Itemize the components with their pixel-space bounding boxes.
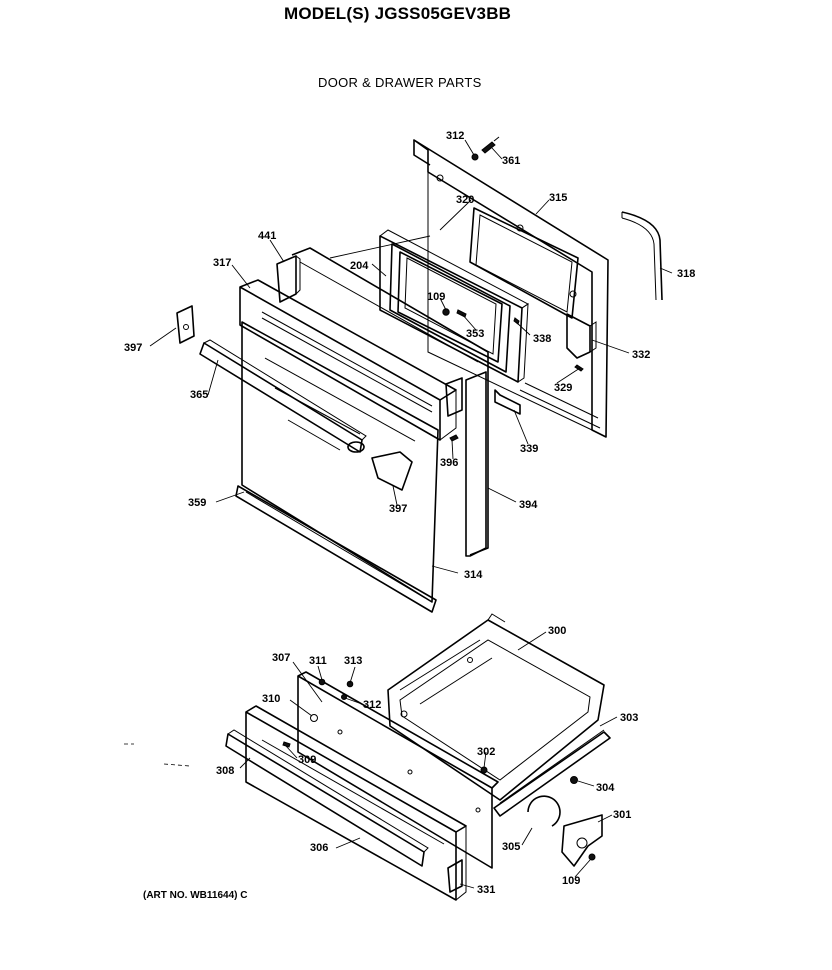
door-trim-441 (276, 255, 301, 303)
model-title: MODEL(S) JGSS05GEV3BB (284, 4, 512, 23)
screw-109-door (442, 308, 450, 316)
callout-312: 312 (363, 699, 381, 711)
callout-353: 353 (466, 328, 484, 340)
callout-332: 332 (632, 349, 650, 361)
callout-317: 317 (213, 257, 231, 269)
callout-311: 311 (309, 655, 327, 667)
door-channel-394 (465, 371, 487, 557)
callout-307: 307 (272, 652, 290, 664)
drawer-handle-308 (225, 729, 429, 867)
door-handle-365 (199, 339, 367, 453)
screw-304 (570, 776, 578, 784)
oven-window-320 (397, 251, 503, 363)
callout-312: 312 (446, 130, 464, 142)
door-bracket (445, 377, 463, 417)
drawer-rail-303 (493, 729, 611, 817)
callout-300: 300 (548, 625, 566, 637)
clip-338 (513, 317, 520, 325)
drawer-roller-305 (527, 795, 561, 827)
screw-313 (346, 680, 354, 688)
spacer-310 (310, 714, 318, 722)
callout-396: 396 (440, 457, 458, 469)
callout-310: 310 (262, 693, 280, 705)
callout-320: 320 (456, 194, 474, 206)
callout-329: 329 (554, 382, 572, 394)
callout-315: 315 (549, 192, 567, 204)
callout-301: 301 (613, 809, 631, 821)
door-gasket-318 (621, 211, 663, 301)
callout-304: 304 (596, 782, 615, 794)
door-frame-317 (239, 279, 457, 441)
handle-cap-397-left (176, 305, 195, 344)
callout-338: 338 (533, 333, 551, 345)
callout-labels: 312 361 315 320 441 204 317 318 109 353 … (124, 130, 695, 896)
callout-308: 308 (216, 765, 234, 777)
callout-359: 359 (188, 497, 206, 509)
callout-314: 314 (464, 569, 483, 581)
drawer-pan-300 (387, 613, 605, 801)
callout-302: 302 (477, 746, 495, 758)
scan-marks (124, 743, 191, 767)
inner-door-liner-315 (413, 139, 609, 438)
callout-397: 397 (124, 342, 142, 354)
callout-318: 318 (677, 268, 695, 280)
callout-309: 309 (298, 754, 316, 766)
roller-bracket-301 (561, 814, 603, 867)
callout-397: 397 (389, 503, 407, 515)
callout-306: 306 (310, 842, 328, 854)
drawer-outer-panel-306 (245, 705, 467, 901)
callout-109: 109 (562, 875, 580, 887)
screw-109-drawer (588, 853, 596, 861)
callout-394: 394 (519, 499, 538, 511)
leader-lines (149, 139, 673, 889)
art-number: (ART NO. WB11644) C (143, 890, 248, 901)
window-frame-204 (379, 229, 529, 383)
callout-331: 331 (477, 884, 495, 896)
callout-441: 441 (258, 230, 276, 242)
screw-361 (481, 136, 500, 154)
callout-365: 365 (190, 389, 208, 401)
screw-311 (318, 678, 326, 686)
callout-109: 109 (427, 291, 445, 303)
callout-204: 204 (350, 260, 369, 272)
nut-312-drawer (341, 694, 347, 700)
screw-396 (449, 434, 459, 442)
handle-cap-397-right (371, 451, 413, 491)
clip-309 (282, 741, 291, 748)
door-bottom-trim-359 (235, 485, 437, 613)
callout-303: 303 (620, 712, 638, 724)
callout-313: 313 (344, 655, 362, 667)
screw-329 (574, 364, 584, 372)
clip-353 (456, 309, 467, 318)
section-subtitle: DOOR & DRAWER PARTS (318, 75, 482, 90)
hinge-receptacle-332 (566, 313, 597, 359)
callout-339: 339 (520, 443, 538, 455)
bracket-331 (447, 859, 463, 893)
callout-305: 305 (502, 841, 520, 853)
callout-361: 361 (502, 155, 520, 167)
nut-312-top (471, 153, 479, 161)
window-support-339 (494, 389, 521, 415)
drawer-front-307 (297, 671, 499, 869)
